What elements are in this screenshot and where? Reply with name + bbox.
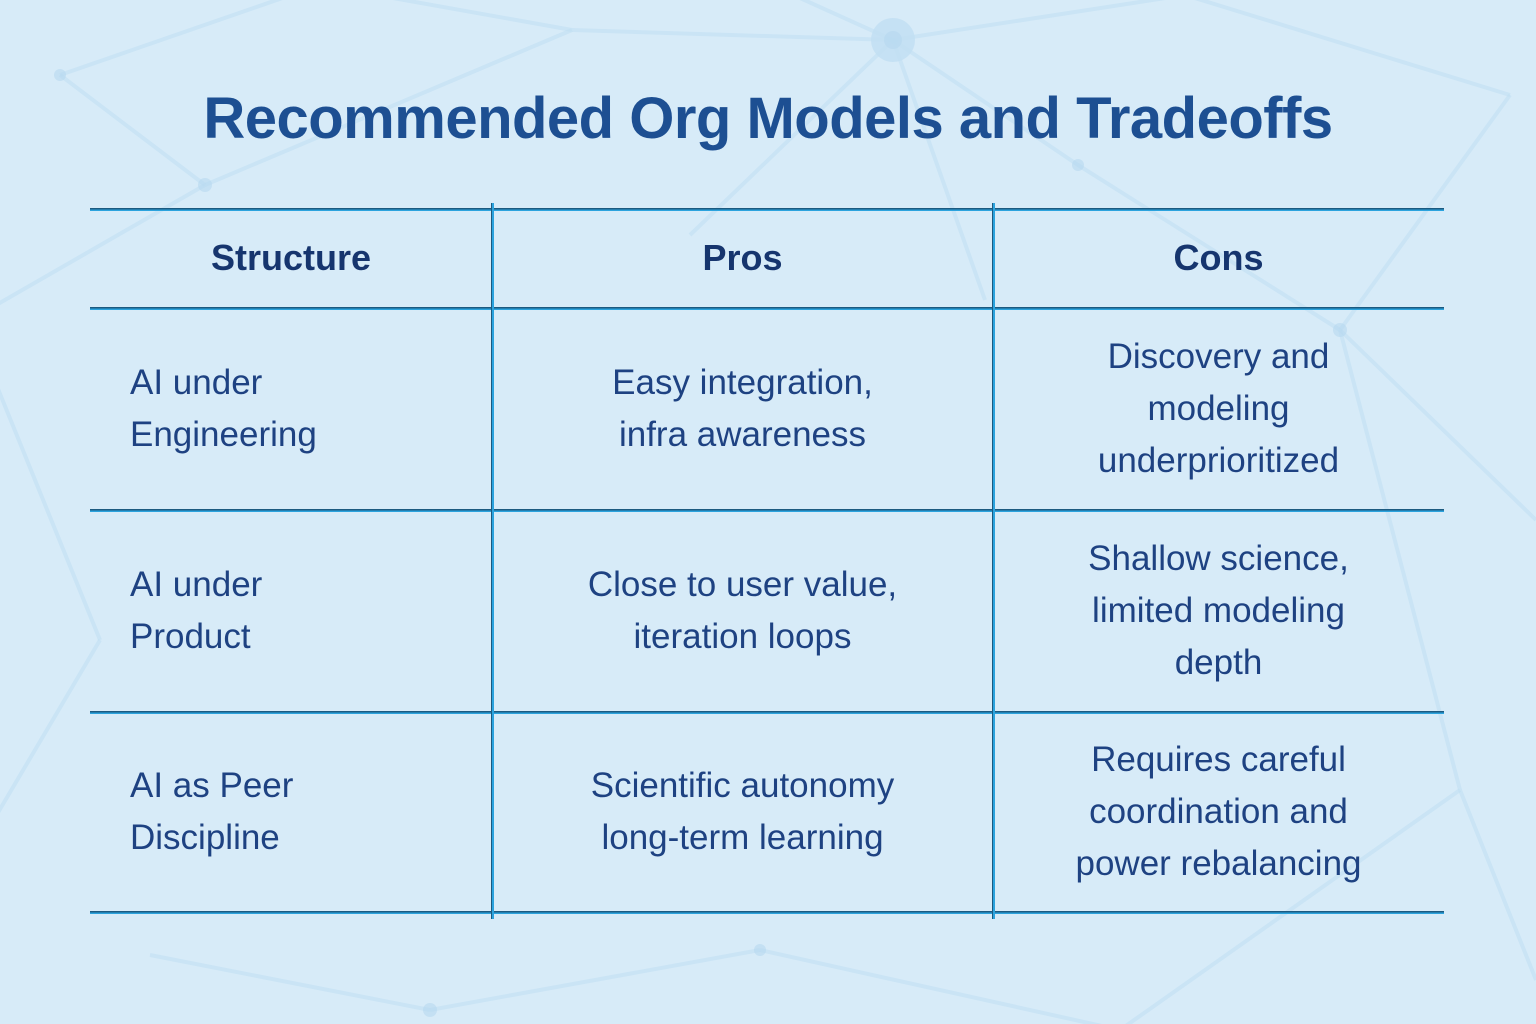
column-header-cons: Cons <box>1173 237 1264 278</box>
column-divider-line <box>491 203 494 919</box>
table-border-bottom <box>90 911 1444 914</box>
pros-cell: Easy integration,infra awareness <box>612 363 873 454</box>
row-separator-line <box>90 509 1444 512</box>
column-divider-line <box>992 203 995 919</box>
header-separator-line <box>90 307 1444 310</box>
page-title: Recommended Org Models and Tradeoffs <box>203 86 1333 151</box>
table-header-row: Structure Pros Cons <box>90 208 1444 308</box>
column-header-structure: Structure <box>210 237 372 278</box>
pros-cell: Close to user value,iteration loops <box>587 565 898 656</box>
row-separator-line <box>90 711 1444 714</box>
table-border-top <box>90 208 1444 211</box>
column-header-pros: Pros <box>702 237 783 278</box>
